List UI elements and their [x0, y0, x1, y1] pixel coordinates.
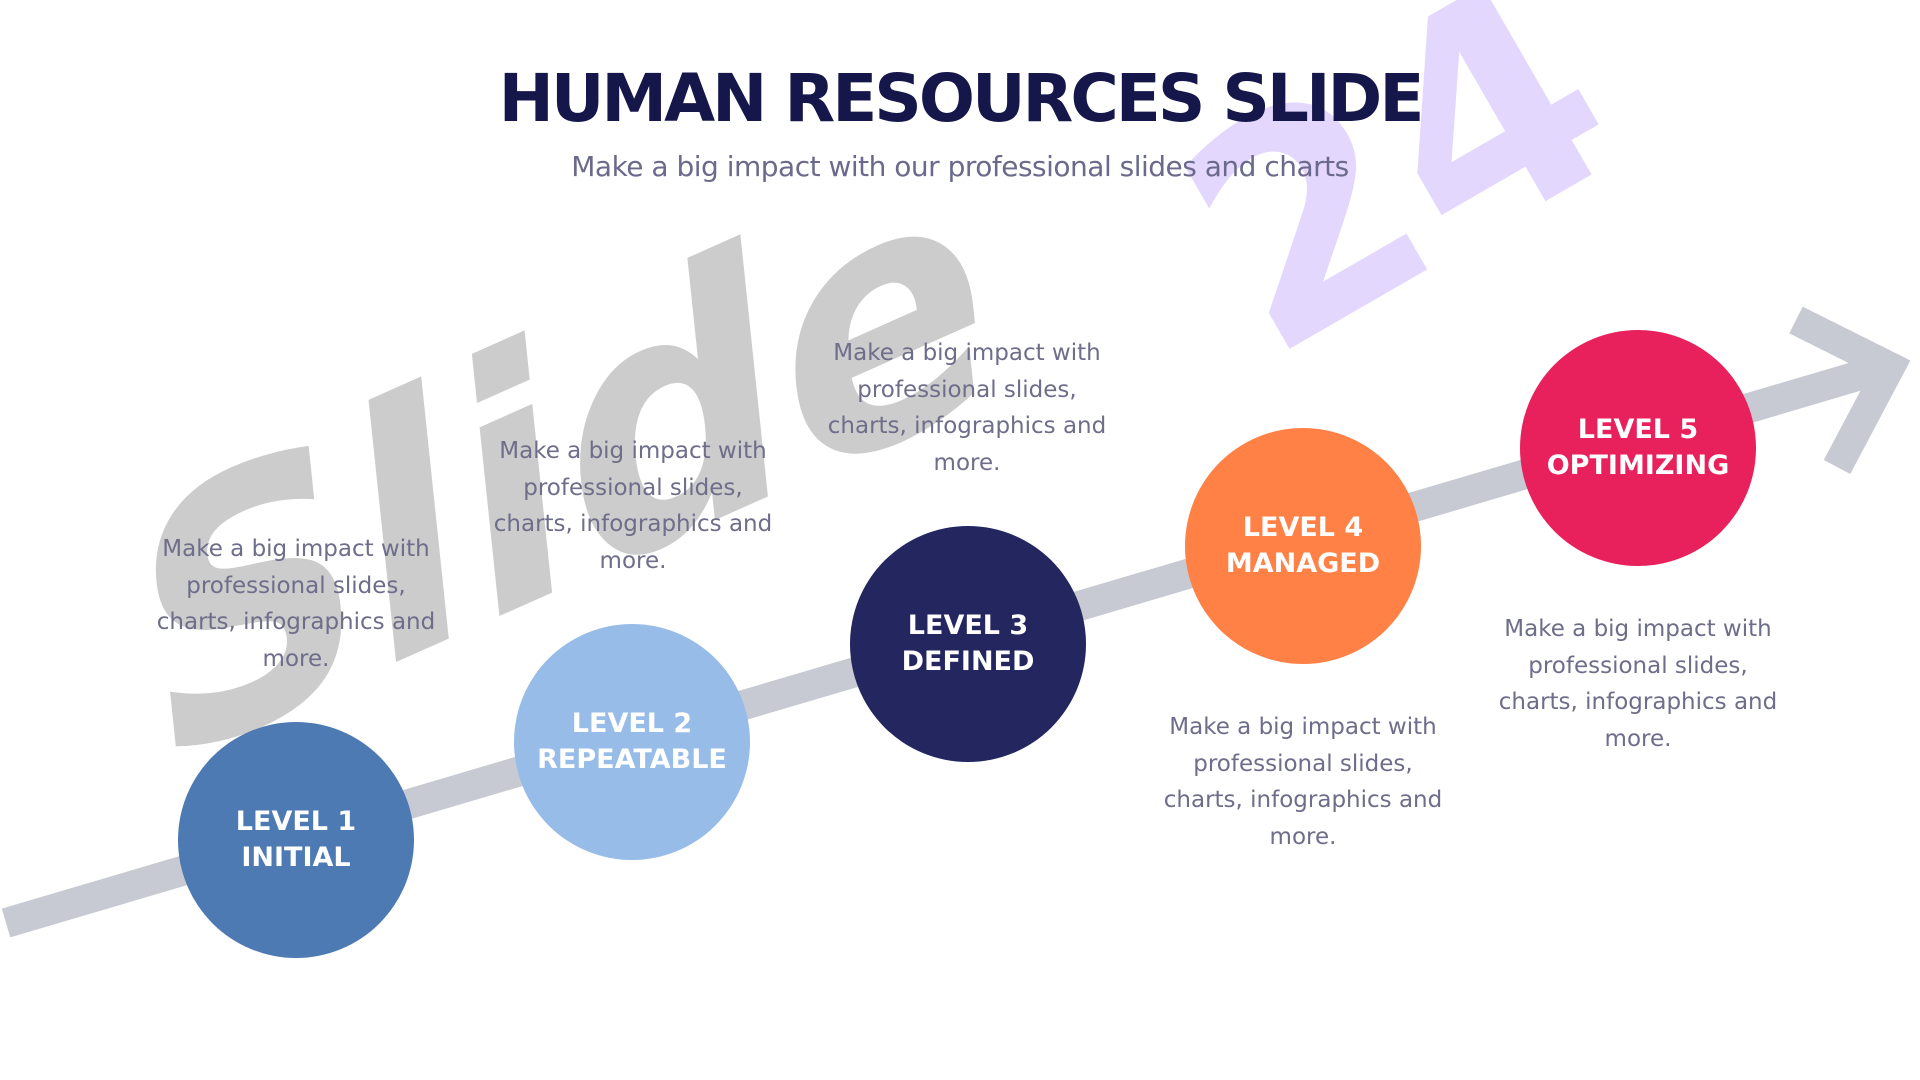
level-1-number: LEVEL 1: [235, 806, 357, 837]
arrow-head: [1789, 306, 1911, 475]
level-4-name: MANAGED: [1225, 548, 1381, 579]
level-1-description: Make a big impact with professional slid…: [156, 536, 436, 672]
level-4-description: Make a big impact with professional slid…: [1163, 714, 1443, 850]
level-4-circle: LEVEL 4 MANAGED: [1185, 428, 1421, 664]
page-title: HUMAN RESOURCES SLIDE: [498, 60, 1425, 137]
level-3-number: LEVEL 3: [907, 610, 1029, 641]
level-5-circle: LEVEL 5 OPTIMIZING: [1520, 330, 1756, 566]
level-3-description: Make a big impact with professional slid…: [827, 340, 1107, 476]
level-3-circle: LEVEL 3 DEFINED: [850, 526, 1086, 762]
page-subtitle: Make a big impact with our professional …: [571, 150, 1349, 183]
level-2-description: Make a big impact with professional slid…: [493, 438, 773, 574]
level-5-description: Make a big impact with professional slid…: [1498, 616, 1778, 752]
level-1-name: INITIAL: [241, 842, 351, 873]
level-2-number: LEVEL 2: [571, 708, 693, 739]
level-1-circle: LEVEL 1 INITIAL: [178, 722, 414, 958]
level-2-circle: LEVEL 2 REPEATABLE: [514, 624, 750, 860]
level-5-name: OPTIMIZING: [1546, 450, 1730, 481]
level-3-name: DEFINED: [901, 646, 1035, 677]
level-4-number: LEVEL 4: [1242, 512, 1364, 543]
level-2-name: REPEATABLE: [537, 744, 727, 775]
level-5-number: LEVEL 5: [1577, 414, 1699, 445]
